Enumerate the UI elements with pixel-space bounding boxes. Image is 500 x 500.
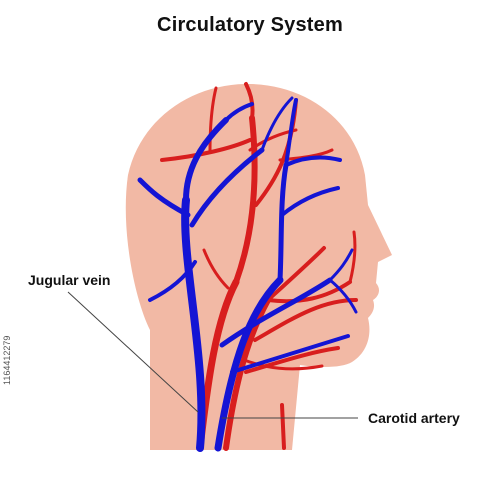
image-id-text: 1164412279 <box>2 335 12 385</box>
carotid-artery-label: Carotid artery <box>368 410 460 426</box>
jugular-vein-label: Jugular vein <box>28 272 111 288</box>
jugular-leader-line <box>67 291 199 413</box>
diagram-title: Circulatory System <box>157 14 343 36</box>
